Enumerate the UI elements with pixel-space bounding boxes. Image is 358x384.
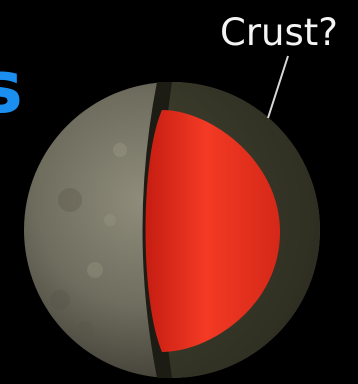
crust-label: Crust? (220, 11, 338, 54)
partial-left-label: s (0, 45, 23, 129)
crust-leader-line (268, 56, 288, 118)
